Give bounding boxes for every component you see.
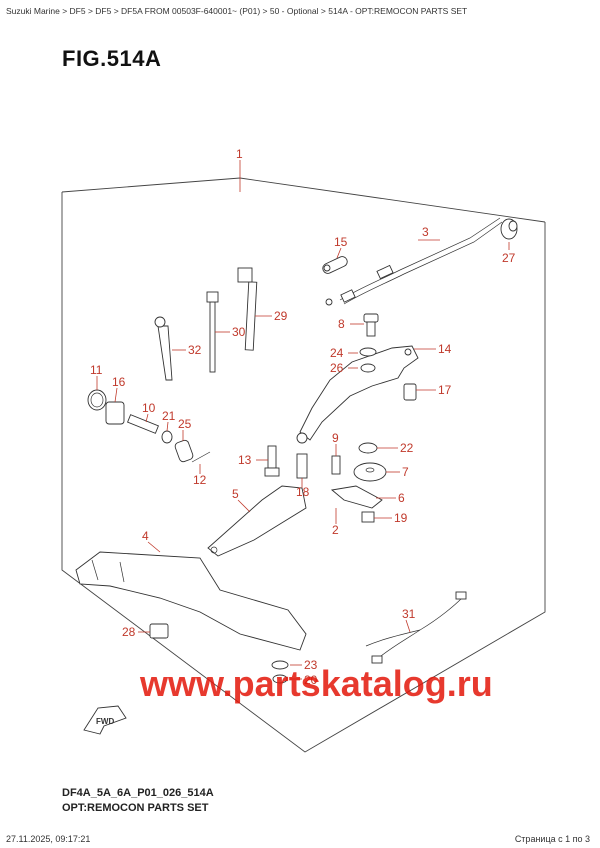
part-pin-10	[127, 414, 159, 434]
callout-25: 25	[178, 417, 192, 431]
callout-2: 2	[332, 523, 339, 537]
part-washer-21	[161, 430, 173, 444]
callout-19: 19	[394, 511, 408, 525]
part-bolt-8	[363, 313, 379, 337]
callout-10: 10	[142, 401, 156, 415]
callout-6: 6	[398, 491, 405, 505]
callout-13: 13	[238, 453, 252, 467]
part-clamp-32	[154, 316, 173, 381]
callout-32: 32	[188, 343, 202, 357]
figure-title: FIG.514A	[62, 46, 162, 71]
callout-20: 20	[304, 673, 318, 687]
fwd-label: FWD	[96, 717, 114, 726]
part-plate-6	[330, 485, 383, 509]
part-bolt-18	[296, 453, 308, 479]
figure-code: DF4A_5A_6A_P01_026_514A	[62, 787, 214, 799]
part-base-plate-4	[75, 551, 307, 651]
callout-9: 9	[332, 431, 339, 445]
callout-15: 15	[334, 235, 348, 249]
part-lever-14	[296, 345, 419, 444]
callout-1: 1	[236, 147, 243, 161]
callout-23: 23	[304, 658, 318, 672]
part-pin-9	[331, 455, 341, 475]
callout-5: 5	[232, 487, 239, 501]
callout-11: 11	[90, 363, 103, 377]
breadcrumb: Suzuki Marine > DF5 > DF5 > DF5A FROM 00…	[6, 6, 468, 16]
callout-29: 29	[274, 309, 288, 323]
part-cable-tie-30	[206, 291, 219, 373]
callout-28: 28	[122, 625, 136, 639]
figure-caption: OPT:REMOCON PARTS SET	[62, 802, 209, 814]
part-clip-12	[191, 451, 211, 463]
watermark: www.partskatalog.ru	[139, 663, 493, 704]
callout-8: 8	[338, 317, 345, 331]
callout-31: 31	[402, 607, 416, 621]
part-ring-11	[87, 389, 107, 411]
part-collar-25	[174, 439, 194, 463]
callout-3: 3	[422, 225, 429, 239]
part-cam-7	[353, 462, 387, 482]
callout-30: 30	[232, 325, 246, 339]
callout-7: 7	[402, 465, 409, 479]
callout-22: 22	[400, 441, 414, 455]
part-nut-19	[361, 511, 375, 523]
callout-16: 16	[112, 375, 126, 389]
part-clip-28	[149, 623, 169, 639]
print-timestamp: 27.11.2025, 09:17:21	[6, 834, 91, 844]
callouts: 1 3 27 15 8 24 26 14 17 22 9 7 6 19 2 13…	[90, 147, 516, 687]
part-washer-22	[358, 442, 378, 454]
part-cable-tie-29	[237, 267, 258, 351]
part-nut-26	[360, 363, 376, 373]
callout-17: 17	[438, 383, 452, 397]
part-cable	[325, 217, 503, 306]
part-harness-31	[365, 591, 467, 664]
part-bolt-17	[403, 383, 417, 401]
callout-4: 4	[142, 529, 149, 543]
part-bracket-16	[105, 401, 125, 425]
fwd-arrow-icon: FWD	[83, 705, 127, 735]
part-washer-24	[359, 347, 377, 357]
callout-26: 26	[330, 361, 344, 375]
callout-21: 21	[162, 409, 176, 423]
part-grommet	[500, 218, 518, 240]
page-count: Страница с 1 по 3	[514, 834, 590, 844]
part-washer-23	[271, 660, 289, 670]
part-nut-20	[272, 674, 288, 684]
part-bolt-13	[264, 445, 280, 477]
part-cable-end	[322, 256, 348, 274]
callout-24: 24	[330, 346, 344, 360]
leader-lines	[96, 160, 510, 680]
callout-12: 12	[193, 473, 207, 487]
callout-27: 27	[502, 251, 516, 265]
part-bracket-5	[207, 485, 307, 557]
callout-14: 14	[438, 342, 452, 356]
callout-18: 18	[296, 485, 310, 499]
